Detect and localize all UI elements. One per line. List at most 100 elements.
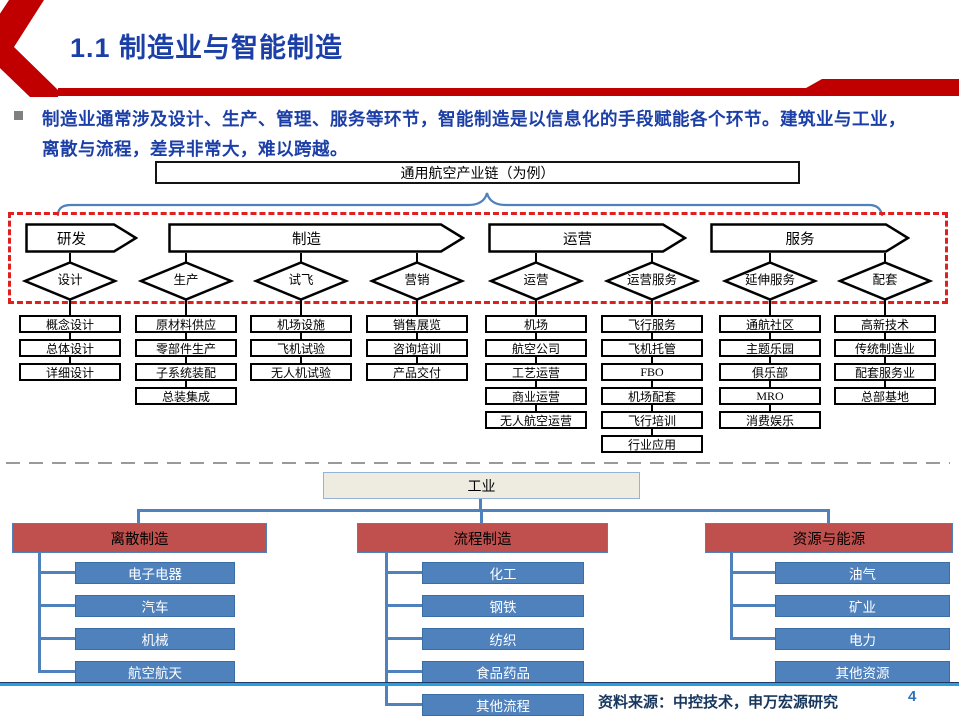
footer-accent-line <box>0 682 959 686</box>
chain-item-box: 零部件生产 <box>135 339 237 357</box>
red-chevron-shape <box>0 0 58 97</box>
chain-diamond: 生产 <box>138 261 234 301</box>
industry-root-box: 工业 <box>323 472 640 499</box>
industry-group-header: 离散制造 <box>12 523 267 553</box>
chain-item-box: 咨询培训 <box>366 339 468 357</box>
chain-item-box: 行业应用 <box>601 435 703 453</box>
chain-item-box: 详细设计 <box>19 363 121 381</box>
stage-label: 服务 <box>785 231 815 248</box>
source-note: 资料来源：中控技术，申万宏源研究 <box>598 694 839 711</box>
industry-item-box: 电子电器 <box>75 562 235 584</box>
chain-item-box: 飞行服务 <box>601 315 703 333</box>
chain-item-box: 传统制造业 <box>834 339 936 357</box>
connector-line <box>535 253 537 415</box>
connector-line <box>38 670 75 673</box>
chain-item-box: 商业运营 <box>485 387 587 405</box>
dashed-red-frame <box>8 212 948 304</box>
industry-item-box: 钢铁 <box>422 595 584 617</box>
chain-item-box: 概念设计 <box>19 315 121 333</box>
chain-item-box: FBO <box>601 363 703 381</box>
stage-label: 运营 <box>563 231 592 248</box>
chain-diamond: 运营服务 <box>604 261 700 301</box>
diamond-label: 设计 <box>57 273 83 288</box>
industry-item-box: 矿业 <box>775 595 950 617</box>
connector-line <box>730 604 775 607</box>
industry-item-box: 化工 <box>422 562 584 584</box>
chain-stage-arrow: 运营 <box>488 223 687 253</box>
industry-item-box: 油气 <box>775 562 950 584</box>
section-divider-dashed <box>6 462 950 464</box>
industry-item-box: 其他流程 <box>422 694 584 716</box>
brace-connector <box>56 192 884 217</box>
page-number: 4 <box>908 688 917 705</box>
connector-line <box>480 509 483 523</box>
bullet-text-line1: 制造业通常涉及设计、生产、管理、服务等环节，智能制造是以信息化的手段赋能各个环节… <box>42 109 906 129</box>
bullet-text-line2: 离散与流程，差异非常大，难以跨越。 <box>42 139 348 159</box>
red-title-underline-bar <box>58 79 959 96</box>
connector-line <box>385 637 422 640</box>
chain-item-box: 通航社区 <box>719 315 821 333</box>
connector-line <box>138 509 830 512</box>
chain-item-box: 原材料供应 <box>135 315 237 333</box>
chain-item-box: 工艺运营 <box>485 363 587 381</box>
diamond-label: 生产 <box>173 273 199 288</box>
connector-line <box>38 637 75 640</box>
connector-line <box>38 553 41 673</box>
connector-line <box>385 670 422 673</box>
chain-item-box: 航空公司 <box>485 339 587 357</box>
chain-item-box: MRO <box>719 387 821 405</box>
diamond-label: 运营服务 <box>626 273 677 288</box>
connector-line <box>38 571 75 574</box>
industry-group-header: 流程制造 <box>357 523 608 553</box>
chain-item-box: 飞机托管 <box>601 339 703 357</box>
industry-item-box: 汽车 <box>75 595 235 617</box>
connector-line <box>385 571 422 574</box>
connector-line <box>137 509 140 523</box>
connector-line <box>730 553 733 640</box>
page-title: 1.1 制造业与智能制造 <box>70 33 344 63</box>
chain-title-box: 通用航空产业链（为例） <box>155 161 800 184</box>
chain-diamond: 营销 <box>369 261 465 301</box>
chain-item-box: 俱乐部 <box>719 363 821 381</box>
connector-line <box>300 253 302 367</box>
chain-item-box: 主题乐园 <box>719 339 821 357</box>
connector-line <box>479 499 482 511</box>
diamond-label: 配套 <box>872 273 898 288</box>
chain-item-box: 机场设施 <box>250 315 352 333</box>
chain-item-box: 总部基地 <box>834 387 936 405</box>
diamond-label: 试飞 <box>288 273 314 288</box>
chain-stage-arrow: 服务 <box>710 223 910 253</box>
chain-diamond: 延伸服务 <box>722 261 818 301</box>
chain-item-box: 子系统装配 <box>135 363 237 381</box>
chain-diamond: 配套 <box>837 261 933 301</box>
connector-line <box>769 253 771 415</box>
industry-group-header: 资源与能源 <box>705 523 953 553</box>
chain-item-box: 产品交付 <box>366 363 468 381</box>
diamond-label: 运营 <box>523 273 549 288</box>
connector-line <box>730 571 775 574</box>
chain-diamond: 设计 <box>22 261 118 301</box>
industry-item-box: 航空航天 <box>75 661 235 683</box>
chain-item-box: 飞行培训 <box>601 411 703 429</box>
chain-item-box: 机场 <box>485 315 587 333</box>
connector-line <box>385 553 388 706</box>
connector-line <box>416 253 418 367</box>
diamond-label: 营销 <box>404 273 430 288</box>
connector-line <box>69 253 71 367</box>
chain-diamond: 试飞 <box>253 261 349 301</box>
chain-stage-arrow: 制造 <box>168 223 465 253</box>
diamond-label: 延伸服务 <box>744 273 795 288</box>
stage-label: 研发 <box>57 231 86 248</box>
connector-line <box>730 637 775 640</box>
chain-item-box: 总体设计 <box>19 339 121 357</box>
chain-item-box: 机场配套 <box>601 387 703 405</box>
connector-line <box>827 509 830 523</box>
chain-item-box: 无人航空运营 <box>485 411 587 429</box>
chain-item-box: 消费娱乐 <box>719 411 821 429</box>
chain-diamond: 运营 <box>488 261 584 301</box>
industry-item-box: 纺织 <box>422 628 584 650</box>
stage-label: 制造 <box>292 231 321 248</box>
industry-item-box: 电力 <box>775 628 950 650</box>
chain-item-box: 销售展览 <box>366 315 468 333</box>
chain-item-box: 无人机试验 <box>250 363 352 381</box>
